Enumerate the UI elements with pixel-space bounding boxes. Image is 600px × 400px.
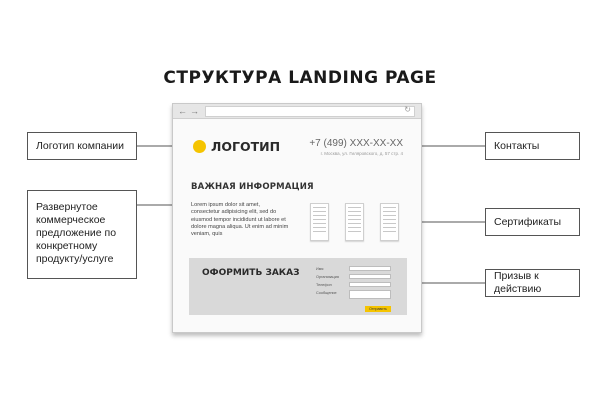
info-heading: ВАЖНАЯ ИНФОРМАЦИЯ xyxy=(191,182,314,192)
label-offer-text: Развернутое коммерческое предложение по … xyxy=(36,201,117,265)
order-heading: ОФОРМИТЬ ЗАКАЗ xyxy=(202,268,300,278)
diagram-title: СТРУКТУРА LANDING PAGE xyxy=(163,68,437,88)
label-contacts-text: Контакты xyxy=(494,139,540,152)
offer-body-text: Lorem ipsum dolor sit amet, consectetur … xyxy=(191,202,289,238)
address-bar[interactable]: ↻ xyxy=(205,105,415,117)
label-logo-text: Логотип компании xyxy=(36,139,125,152)
refresh-icon[interactable]: ↻ xyxy=(404,105,411,114)
order-form-section: ОФОРМИТЬ ЗАКАЗ Имя Организация Телефон С… xyxy=(189,258,407,315)
logo-circle-icon xyxy=(193,140,206,153)
browser-toolbar: ← → ↻ xyxy=(173,104,421,119)
send-button[interactable]: Отправить xyxy=(365,306,391,312)
label-cta: Призыв к действию xyxy=(485,269,580,297)
name-input[interactable] xyxy=(349,266,391,271)
certificate-thumb-icon xyxy=(345,203,364,241)
phone-number: +7 (499) XXX-XX-XX xyxy=(309,138,403,149)
form-label-message: Сообщение xyxy=(316,291,337,295)
label-certificates: Сертификаты xyxy=(485,208,580,236)
back-arrow-icon[interactable]: ← xyxy=(178,106,187,116)
form-label-name: Имя xyxy=(316,267,324,271)
label-logo: Логотип компании xyxy=(27,132,137,160)
label-contacts: Контакты xyxy=(485,132,580,160)
certificate-thumb-icon xyxy=(310,203,329,241)
certificate-thumb-icon xyxy=(380,203,399,241)
address-text: г. Москва, ул. Гиляровского, д. 57 стр. … xyxy=(320,151,403,156)
label-cta-text: Призыв к действию xyxy=(494,270,542,295)
label-certificates-text: Сертификаты xyxy=(494,215,561,228)
form-label-phone: Телефон xyxy=(316,283,332,287)
logo-text: ЛОГОТИП xyxy=(211,139,281,154)
label-offer: Развернутое коммерческое предложение по … xyxy=(27,190,137,279)
browser-mockup: ← → ↻ ЛОГОТИП +7 (499) XXX-XX-XX г. Моск… xyxy=(172,103,422,333)
form-label-org: Организация xyxy=(316,275,339,279)
org-input[interactable] xyxy=(349,274,391,279)
phone-input[interactable] xyxy=(349,282,391,287)
forward-arrow-icon[interactable]: → xyxy=(190,106,199,116)
message-input[interactable] xyxy=(349,290,391,299)
